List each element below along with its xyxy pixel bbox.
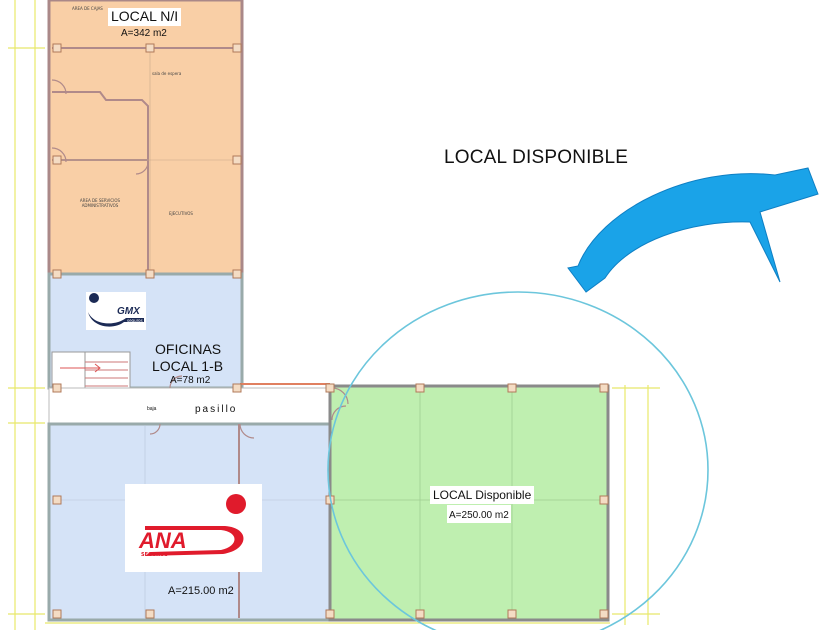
local-ni-name: LOCAL N/I: [111, 8, 179, 24]
local-ni-area: A=342 m2: [121, 28, 167, 39]
gmx-logo-sub: seguros: [127, 318, 143, 323]
disponible-area: A=250.00 m2: [449, 510, 509, 521]
ana-logo-mark: [145, 494, 246, 556]
local-ni-label-cajas: AREA DE CAJAS: [72, 6, 103, 11]
local-ni-label-espera: sala de espera: [152, 71, 182, 76]
gmx-logo: GMX seguros: [86, 292, 146, 330]
ana-logo-sub: SEGUROS: [141, 552, 168, 558]
callout-title: LOCAL DISPONIBLE: [444, 147, 629, 168]
disponible-name: LOCAL Disponible: [433, 488, 532, 502]
highlight-circle: [327, 291, 709, 630]
corridor-label: pasillo: [195, 404, 238, 415]
local-ni-label-admin: AREA DE SERVICIOS ADMINISTRATIVOS: [79, 198, 121, 208]
oficinas-area: A=78 m2: [170, 375, 211, 386]
columns: [52, 43, 609, 619]
corridor: [48, 387, 330, 425]
room-local-ni: [47, 0, 244, 276]
oficinas-name-line2: LOCAL 1-B: [152, 358, 224, 374]
curved-arrow-icon: [567, 167, 819, 293]
disponible-label-box: LOCAL Disponible: [430, 486, 535, 504]
gmx-logo-mark: [88, 293, 144, 327]
ana-logo: ANA SEGUROS: [125, 484, 262, 572]
oficinas-name-line1: OFICINAS: [155, 341, 222, 357]
ana-area: A=215.00 m2: [168, 585, 234, 597]
dimension-lines: [8, 0, 660, 630]
disponible-area-box: A=250.00 m2: [447, 505, 511, 523]
stair-label: baja: [147, 406, 157, 412]
local-ni-label-ejecutivos: EJECUTIVOS: [169, 211, 193, 216]
gmx-logo-text: GMX: [117, 306, 140, 317]
local-ni-gridlines: [52, 48, 240, 272]
door-swings: [51, 79, 349, 439]
local-ni-name-box: LOCAL N/I: [108, 8, 182, 26]
ana-logo-text: ANA: [139, 528, 187, 553]
